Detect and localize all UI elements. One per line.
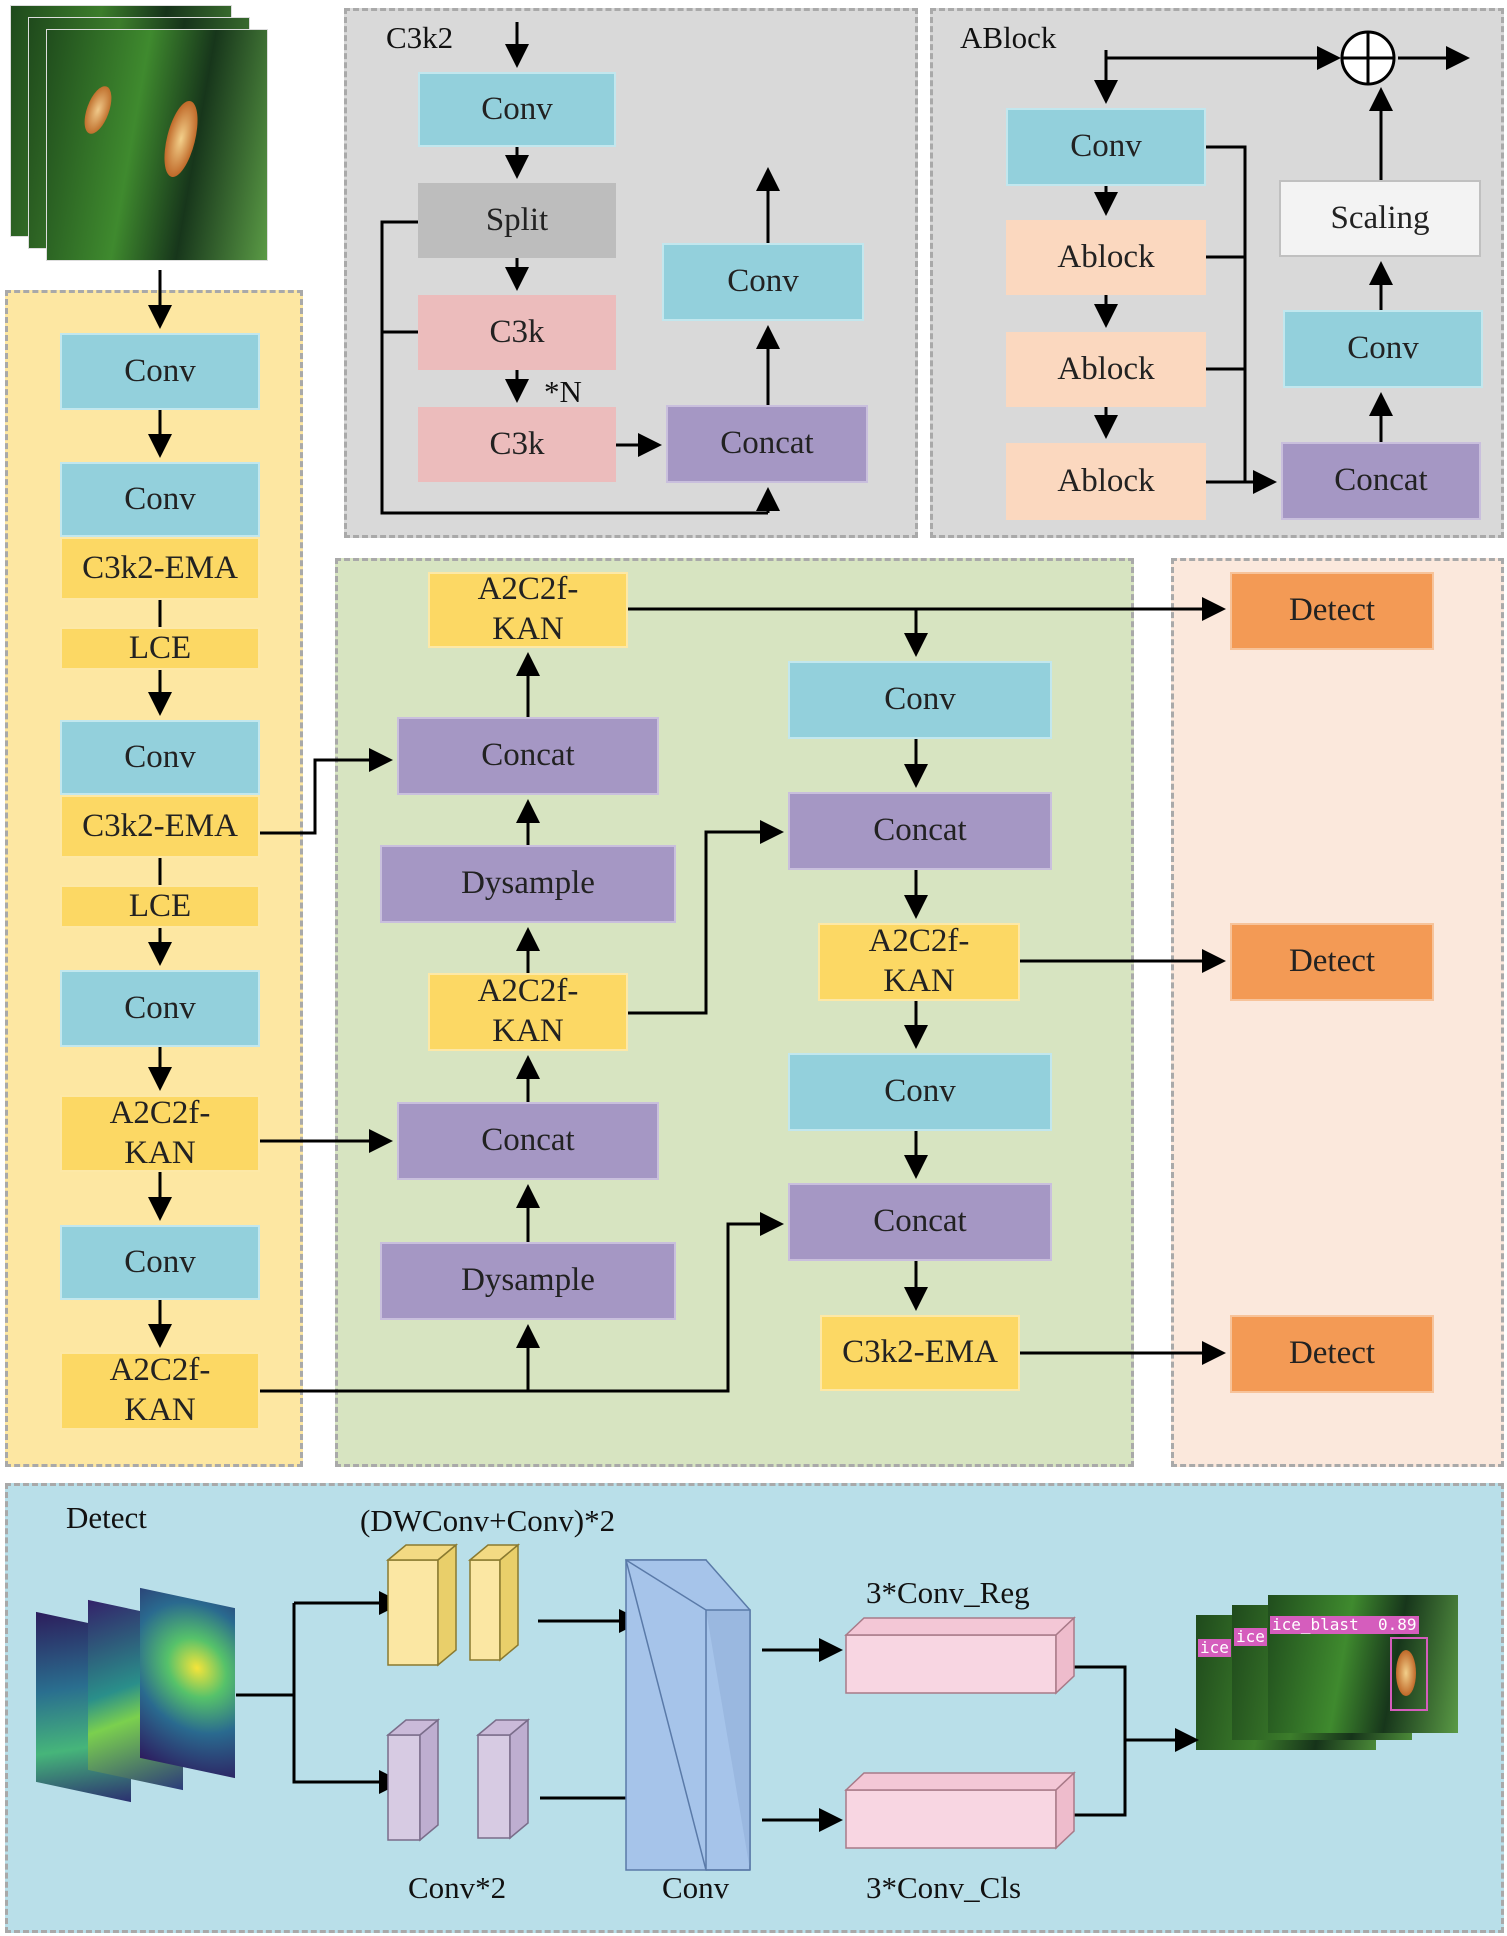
c3k2-title: C3k2 (386, 20, 454, 55)
neck-conv-2[interactable]: Conv (788, 1053, 1052, 1131)
lesion-spot (1396, 1650, 1416, 1696)
neck-a2c2f-kan-top[interactable]: A2C2f- KAN (428, 571, 628, 648)
conv-3d-label: Conv (662, 1870, 730, 1905)
dwconv-label: (DWConv+Conv)*2 (360, 1503, 616, 1538)
ablock-scaling[interactable]: Scaling (1279, 180, 1481, 257)
conv-cls-label: 3*Conv_Cls (866, 1870, 1022, 1905)
c3k2-concat[interactable]: Concat (666, 405, 868, 483)
neck-dysample-1[interactable]: Dysample (380, 845, 676, 923)
leaf-photo (46, 29, 268, 261)
c3k2-c3k-1[interactable]: C3k (418, 295, 616, 370)
c3k2-conv-top[interactable]: Conv (418, 72, 616, 147)
ablock-concat[interactable]: Concat (1281, 442, 1481, 520)
arrow (628, 820, 784, 1015)
detection-tag: ice_blast 0.89 (1270, 1615, 1419, 1634)
conv2-label: Conv*2 (408, 1870, 507, 1905)
backbone-conv-4[interactable]: Conv (60, 970, 260, 1047)
line (380, 220, 768, 515)
conv-3d-box (625, 1559, 751, 1871)
neck-c3k2-ema[interactable]: C3k2-EMA (820, 1315, 1020, 1391)
neck-concat-2[interactable]: Concat (397, 1102, 659, 1180)
sum-node (1340, 30, 1396, 86)
neck-concat-4[interactable]: Concat (788, 1183, 1052, 1261)
ablock-conv[interactable]: Conv (1006, 108, 1206, 186)
detect-head-2[interactable]: Detect (1230, 923, 1434, 1001)
neck-a2c2f-kan-mid[interactable]: A2C2f- KAN (428, 973, 628, 1051)
arrow (260, 748, 393, 835)
detect-head-1[interactable]: Detect (1230, 572, 1434, 650)
backbone-a2c2f-kan-1[interactable]: A2C2f- KAN (60, 1095, 260, 1172)
backbone-conv-1[interactable]: Conv (60, 333, 260, 410)
backbone-c3k2-ema-2[interactable]: C3k2-EMA (60, 795, 260, 858)
backbone-c3k2-ema-1[interactable]: C3k2-EMA (60, 537, 260, 600)
neck-concat-1[interactable]: Concat (397, 717, 659, 795)
backbone-a2c2f-kan-2[interactable]: A2C2f- KAN (60, 1352, 260, 1430)
detect-title: Detect (66, 1500, 147, 1535)
dwconv-box (467, 1543, 521, 1662)
detection-tag: ice (1234, 1627, 1267, 1646)
dwconv-box (385, 1543, 459, 1667)
ablock-ablock-2[interactable]: Ablock (1006, 332, 1206, 407)
conv-cls-box (844, 1771, 1076, 1850)
detection-tag: ice (1198, 1638, 1231, 1657)
input-image-stack (10, 5, 290, 270)
c3k2-c3k-2[interactable]: C3k (418, 407, 616, 482)
c3k2-conv-right[interactable]: Conv (662, 243, 864, 321)
conv2-box (385, 1718, 441, 1842)
ablock-ablock-1[interactable]: Ablock (1006, 220, 1206, 295)
lesion-box (1390, 1637, 1428, 1711)
ablock-ablock-3[interactable]: Ablock (1006, 443, 1206, 520)
backbone-conv-3[interactable]: Conv (60, 720, 260, 795)
backbone-lce-1[interactable]: LCE (60, 627, 260, 670)
neck-dysample-2[interactable]: Dysample (380, 1242, 676, 1320)
backbone-conv-5[interactable]: Conv (60, 1225, 260, 1300)
conv-reg-box (844, 1616, 1076, 1695)
output-image-stack: ice ice ice_blast 0.89 (1196, 1595, 1466, 1755)
backbone-conv-2[interactable]: Conv (60, 462, 260, 537)
ablock-conv-right[interactable]: Conv (1283, 310, 1483, 388)
c3k2-repeat-label: *N (544, 374, 582, 409)
ablock-title: ABlock (960, 20, 1057, 55)
conv-reg-label: 3*Conv_Reg (866, 1575, 1030, 1610)
neck-a2c2f-kan-right[interactable]: A2C2f- KAN (818, 923, 1020, 1001)
detect-head-3[interactable]: Detect (1230, 1315, 1434, 1393)
c3k2-split[interactable]: Split (418, 183, 616, 258)
conv2-box (475, 1718, 531, 1840)
neck-conv-1[interactable]: Conv (788, 661, 1052, 739)
line (260, 1212, 784, 1393)
backbone-lce-2[interactable]: LCE (60, 885, 260, 928)
line (1206, 145, 1247, 482)
arrow (292, 1603, 400, 1784)
neck-concat-3[interactable]: Concat (788, 792, 1052, 870)
